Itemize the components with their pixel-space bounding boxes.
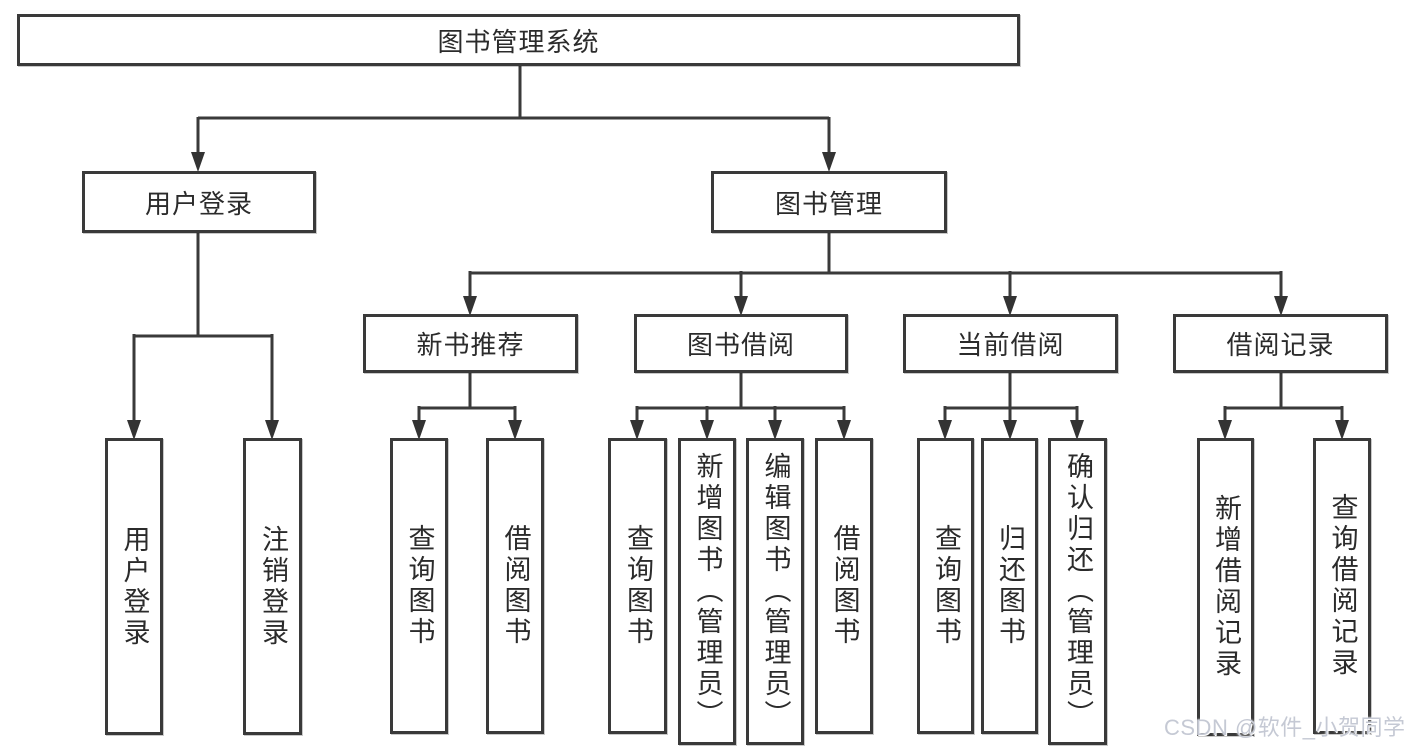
leaf-edit-book-admin: 编辑图书（管理员） <box>746 438 804 745</box>
leaf-user-login: 用户登录 <box>105 438 163 735</box>
leaf-query-books-recommend-label: 查询图书 <box>404 524 435 648</box>
leaf-query-books-current: 查询图书 <box>917 438 974 734</box>
leaf-return-book-label: 归还图书 <box>995 524 1025 648</box>
node-book-management-label: 图书管理 <box>774 188 883 219</box>
node-current-borrow: 当前借阅 <box>903 314 1118 373</box>
leaf-borrow-books: 借阅图书 <box>815 438 873 734</box>
leaf-add-borrow-record: 新增借阅记录 <box>1197 438 1254 736</box>
leaf-add-book-admin-label: 新增图书（管理员） <box>692 452 723 731</box>
leaf-logout-label: 注销登录 <box>258 524 288 649</box>
node-user-login: 用户登录 <box>82 171 316 233</box>
leaf-add-book-admin: 新增图书（管理员） <box>678 438 736 745</box>
node-current-borrow-label: 当前借阅 <box>956 330 1065 360</box>
leaf-query-books-current-label: 查询图书 <box>931 524 961 648</box>
node-root: 图书管理系统 <box>17 14 1020 66</box>
leaf-borrow-books-recommend-label: 借阅图书 <box>500 524 531 648</box>
node-new-book-recommend: 新书推荐 <box>363 314 578 373</box>
leaf-query-books-borrow: 查询图书 <box>608 438 667 734</box>
node-new-book-recommend-label: 新书推荐 <box>416 330 525 360</box>
watermark-text: CSDN @软件_小贺同学 <box>1164 715 1405 740</box>
node-borrow-records: 借阅记录 <box>1173 314 1388 373</box>
leaf-query-borrow-record-label: 查询借阅记录 <box>1327 493 1358 679</box>
node-root-label: 图书管理系统 <box>437 26 600 57</box>
leaf-query-books-recommend: 查询图书 <box>390 438 448 734</box>
node-book-borrow: 图书借阅 <box>634 314 848 373</box>
node-user-login-label: 用户登录 <box>144 188 253 219</box>
leaf-query-borrow-record: 查询借阅记录 <box>1313 438 1371 734</box>
node-book-borrow-label: 图书借阅 <box>686 330 795 360</box>
leaf-user-login-label: 用户登录 <box>119 524 150 649</box>
leaf-logout: 注销登录 <box>243 438 302 735</box>
leaf-confirm-return-admin-label: 确认归还（管理员） <box>1063 452 1093 731</box>
leaf-return-book: 归还图书 <box>981 438 1038 734</box>
node-borrow-records-label: 借阅记录 <box>1226 330 1335 360</box>
arrowhead-icons <box>127 152 1349 440</box>
leaf-query-books-borrow-label: 查询图书 <box>623 524 653 648</box>
node-book-management: 图书管理 <box>711 171 947 233</box>
leaf-edit-book-admin-label: 编辑图书（管理员） <box>760 452 791 731</box>
leaf-confirm-return-admin: 确认归还（管理员） <box>1048 438 1107 745</box>
leaf-add-borrow-record-label: 新增借阅记录 <box>1211 494 1241 680</box>
leaf-borrow-books-label: 借阅图书 <box>829 524 860 648</box>
leaf-borrow-books-recommend: 借阅图书 <box>486 438 544 734</box>
